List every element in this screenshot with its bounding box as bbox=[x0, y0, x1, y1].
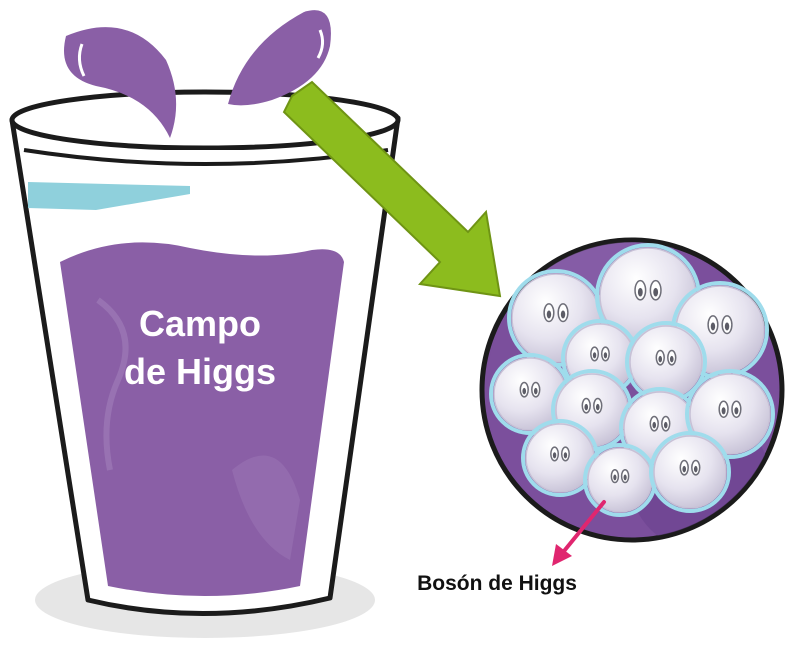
splash-drop-left bbox=[64, 27, 177, 138]
splash-drop-right bbox=[228, 10, 331, 106]
zoom-circle bbox=[479, 237, 785, 543]
boson-label: Bosón de Higgs bbox=[417, 572, 577, 595]
pointer-arrow bbox=[552, 500, 606, 566]
liquid bbox=[60, 242, 344, 596]
field-label-line1: Campo bbox=[139, 303, 261, 344]
higgs-boson-bubble bbox=[685, 369, 775, 459]
zoom-arrow bbox=[282, 80, 502, 298]
field-label-line2: de Higgs bbox=[124, 351, 276, 392]
higgs-boson-bubble bbox=[595, 243, 701, 349]
water-line bbox=[28, 182, 190, 210]
higgs-boson-bubble bbox=[649, 431, 731, 513]
higgs-boson-bubble bbox=[625, 321, 707, 403]
higgs-boson-bubble bbox=[583, 443, 657, 517]
higgs-boson-bubble bbox=[521, 419, 599, 497]
